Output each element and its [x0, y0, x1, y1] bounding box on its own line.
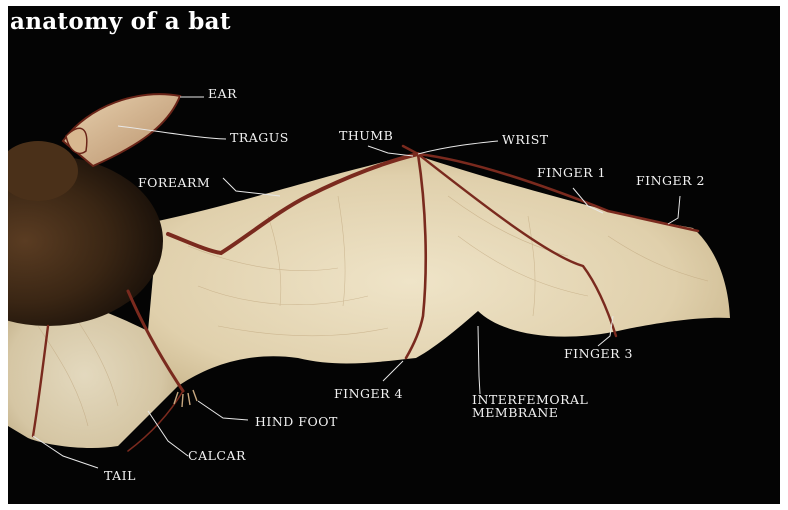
label-finger-1: FINGER 1: [537, 166, 606, 180]
diagram-frame: anatomy of a bat EAR TRAGUS THUMB WRIST …: [8, 6, 780, 504]
label-wrist: WRIST: [502, 133, 549, 147]
wing-membrane: [148, 154, 730, 386]
diagram-title: anatomy of a bat: [10, 8, 231, 35]
label-finger-3: FINGER 3: [564, 347, 633, 361]
label-forearm: FOREARM: [138, 176, 210, 190]
label-interfemoral-membrane: INTERFEMORAL MEMBRANE: [472, 393, 588, 419]
label-thumb: THUMB: [339, 129, 393, 143]
label-hind-foot: HIND FOOT: [255, 415, 338, 429]
label-ear: EAR: [208, 87, 237, 101]
label-calcar: CALCAR: [188, 449, 246, 463]
label-tail: TAIL: [104, 469, 136, 483]
label-tragus: TRAGUS: [230, 131, 289, 145]
label-interfemoral-line-2: MEMBRANE: [472, 406, 588, 419]
label-finger-4: FINGER 4: [334, 387, 403, 401]
bat-wing-illustration: [8, 6, 780, 504]
label-finger-2: FINGER 2: [636, 174, 705, 188]
